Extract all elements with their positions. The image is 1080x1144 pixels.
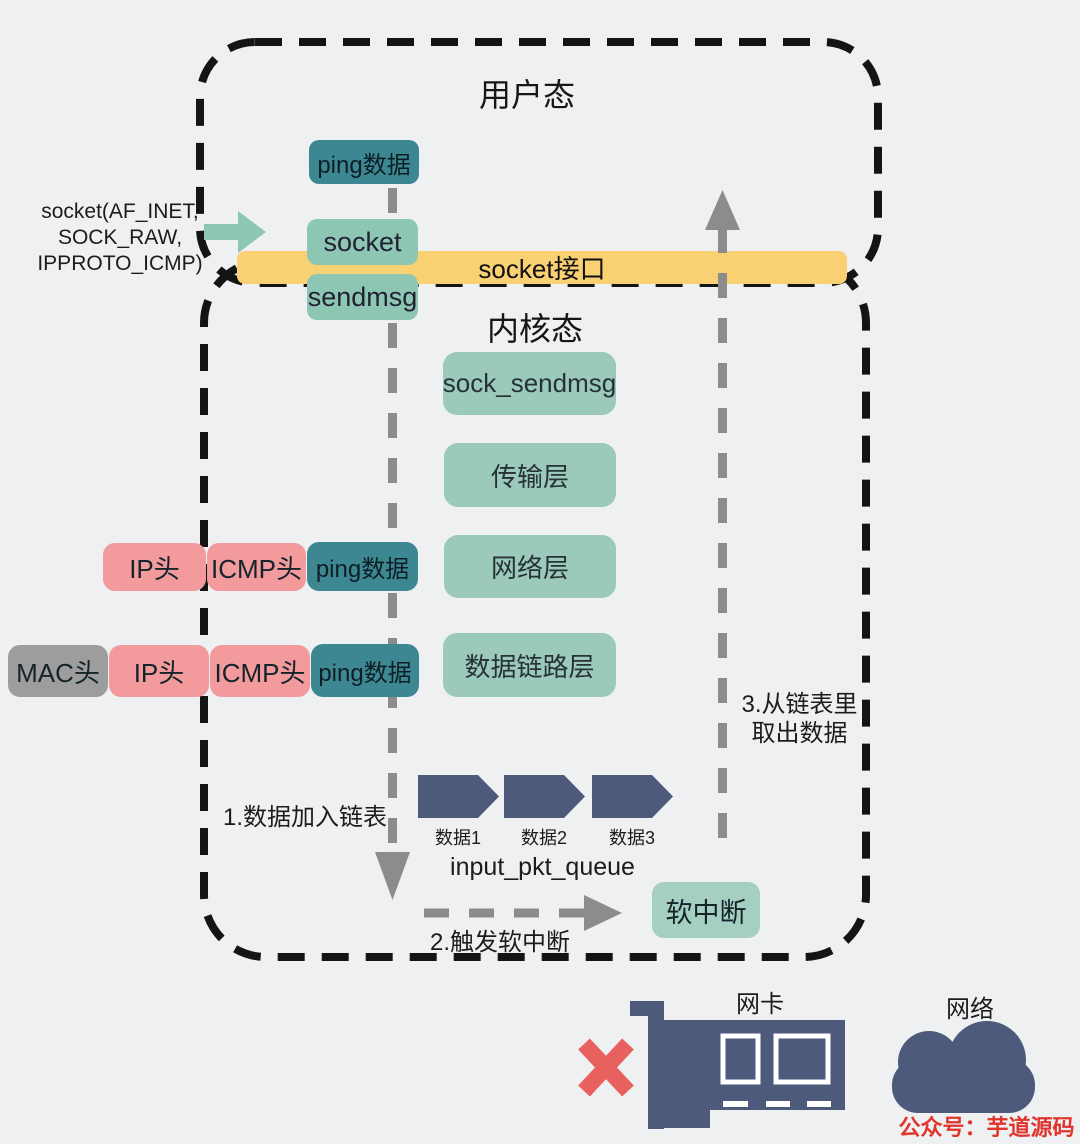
syscall-arrow-icon [204, 211, 266, 253]
queue-item-3-label: 数据3 [608, 828, 655, 848]
syscall-line-2: SOCK_RAW, [57, 226, 183, 249]
step3-line-1: 3.从链表里 [741, 691, 858, 718]
queue-item-shapes [418, 775, 673, 818]
nic-icon [630, 1001, 845, 1129]
syscall-line-1: socket(AF_INET, [41, 200, 199, 223]
socket-box: socket [307, 219, 418, 265]
sendmsg-box: sendmsg [307, 274, 418, 320]
softirq-trigger-arrow [424, 895, 622, 931]
syscall-text: socket(AF_INET, SOCK_RAW, IPPROTO_ICMP) [25, 199, 215, 277]
syscall-line-3: IPPROTO_ICMP) [37, 252, 203, 275]
step1-label: 1.数据加入链表 [222, 804, 387, 831]
user-mode-title: 用户态 [478, 77, 575, 113]
layer-transport: 传输层 [444, 443, 616, 507]
layer-sock-sendmsg: sock_sendmsg [443, 352, 616, 415]
packet-row1-ping: ping数据 [307, 542, 418, 591]
step3-label: 3.从链表里 取出数据 [717, 690, 882, 748]
queue-item-1-shape [418, 775, 499, 818]
kernel-mode-title: 内核态 [486, 311, 583, 347]
error-x-icon [578, 1038, 634, 1097]
queue-name-label: input_pkt_queue [450, 853, 635, 881]
step2-label: 2.触发软中断 [430, 929, 571, 956]
packet-row2-ip: IP头 [109, 645, 209, 697]
watermark-text: 公众号：芋道源码 [898, 1115, 1075, 1141]
packet-row2-icmp: ICMP头 [210, 645, 310, 697]
nic-label: 网卡 [736, 991, 784, 1018]
queue-item-2-label: 数据2 [520, 828, 567, 848]
queue-item-1-label: 数据1 [434, 828, 481, 848]
queue-item-2-shape [504, 775, 585, 818]
ping-data-box: ping数据 [309, 140, 419, 184]
softirq-box: 软中断 [652, 882, 760, 938]
step3-line-2: 取出数据 [751, 720, 848, 747]
packet-row2-mac: MAC头 [8, 645, 108, 697]
layer-network: 网络层 [444, 535, 616, 598]
packet-row1-ip: IP头 [103, 543, 206, 591]
up-flow-arrow [705, 190, 740, 845]
layer-datalink: 数据链路层 [443, 633, 616, 697]
packet-row2-ping: ping数据 [311, 644, 419, 697]
packet-row1-icmp: ICMP头 [207, 543, 306, 591]
cloud-icon [892, 1021, 1035, 1113]
network-label: 网络 [946, 996, 994, 1023]
socket-interface-label: socket接口 [478, 254, 606, 284]
queue-item-3-shape [592, 775, 673, 818]
